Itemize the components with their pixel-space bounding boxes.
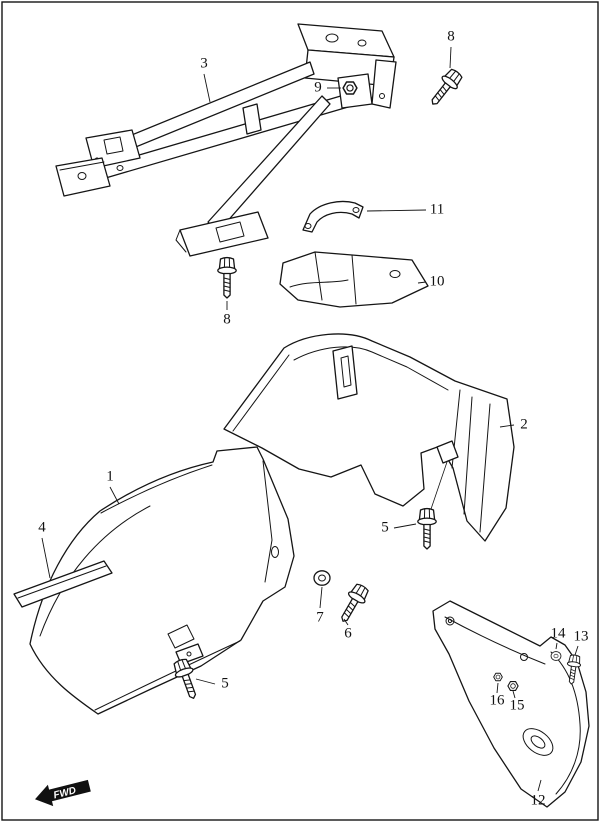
fwd-label: FWD [52,785,77,801]
callout-leader-13 [574,645,579,656]
callout-leader-2 [499,424,515,428]
callout-leader-5 [195,678,216,685]
washer-14 [550,651,562,661]
callout-leader-11 [366,209,427,212]
callout-leader-7 [319,586,323,609]
callout-leader-14 [555,642,558,650]
fwd-arrow-shape [35,779,91,807]
washer-7 [313,570,331,586]
callout-leader-15 [512,690,516,699]
flange-bolt-8-top [424,65,466,111]
screw-16 [493,672,503,682]
callout-leader-8 [449,46,452,69]
callout-leader-6 [343,618,349,626]
callout-leader-10 [417,281,427,284]
callout-leader-3 [203,73,211,103]
callout-leader-4 [41,537,51,579]
strip-part-4 [13,560,113,608]
callout-leader-1 [109,486,120,505]
hook-bracket-part-11 [302,200,364,233]
callout-leader-16 [496,682,499,694]
callout-leader-12 [537,779,542,792]
nut-9 [342,81,358,95]
nut-15 [507,681,519,691]
fwd-arrow: FWD [35,779,91,807]
side-panel-part-12 [432,600,590,808]
flange-bolt-5-upper [417,507,437,550]
flange-bolt-6 [334,580,372,627]
fender-front-part-2 [223,333,515,542]
heat-shield-part-10 [279,251,429,308]
flange-bolt-8-lower [217,256,237,299]
rear-fender-part-1 [29,446,295,715]
callout-leader-5 [393,523,417,529]
callout-leader-lines [41,46,579,792]
seat-rail-frame-part [55,23,397,257]
